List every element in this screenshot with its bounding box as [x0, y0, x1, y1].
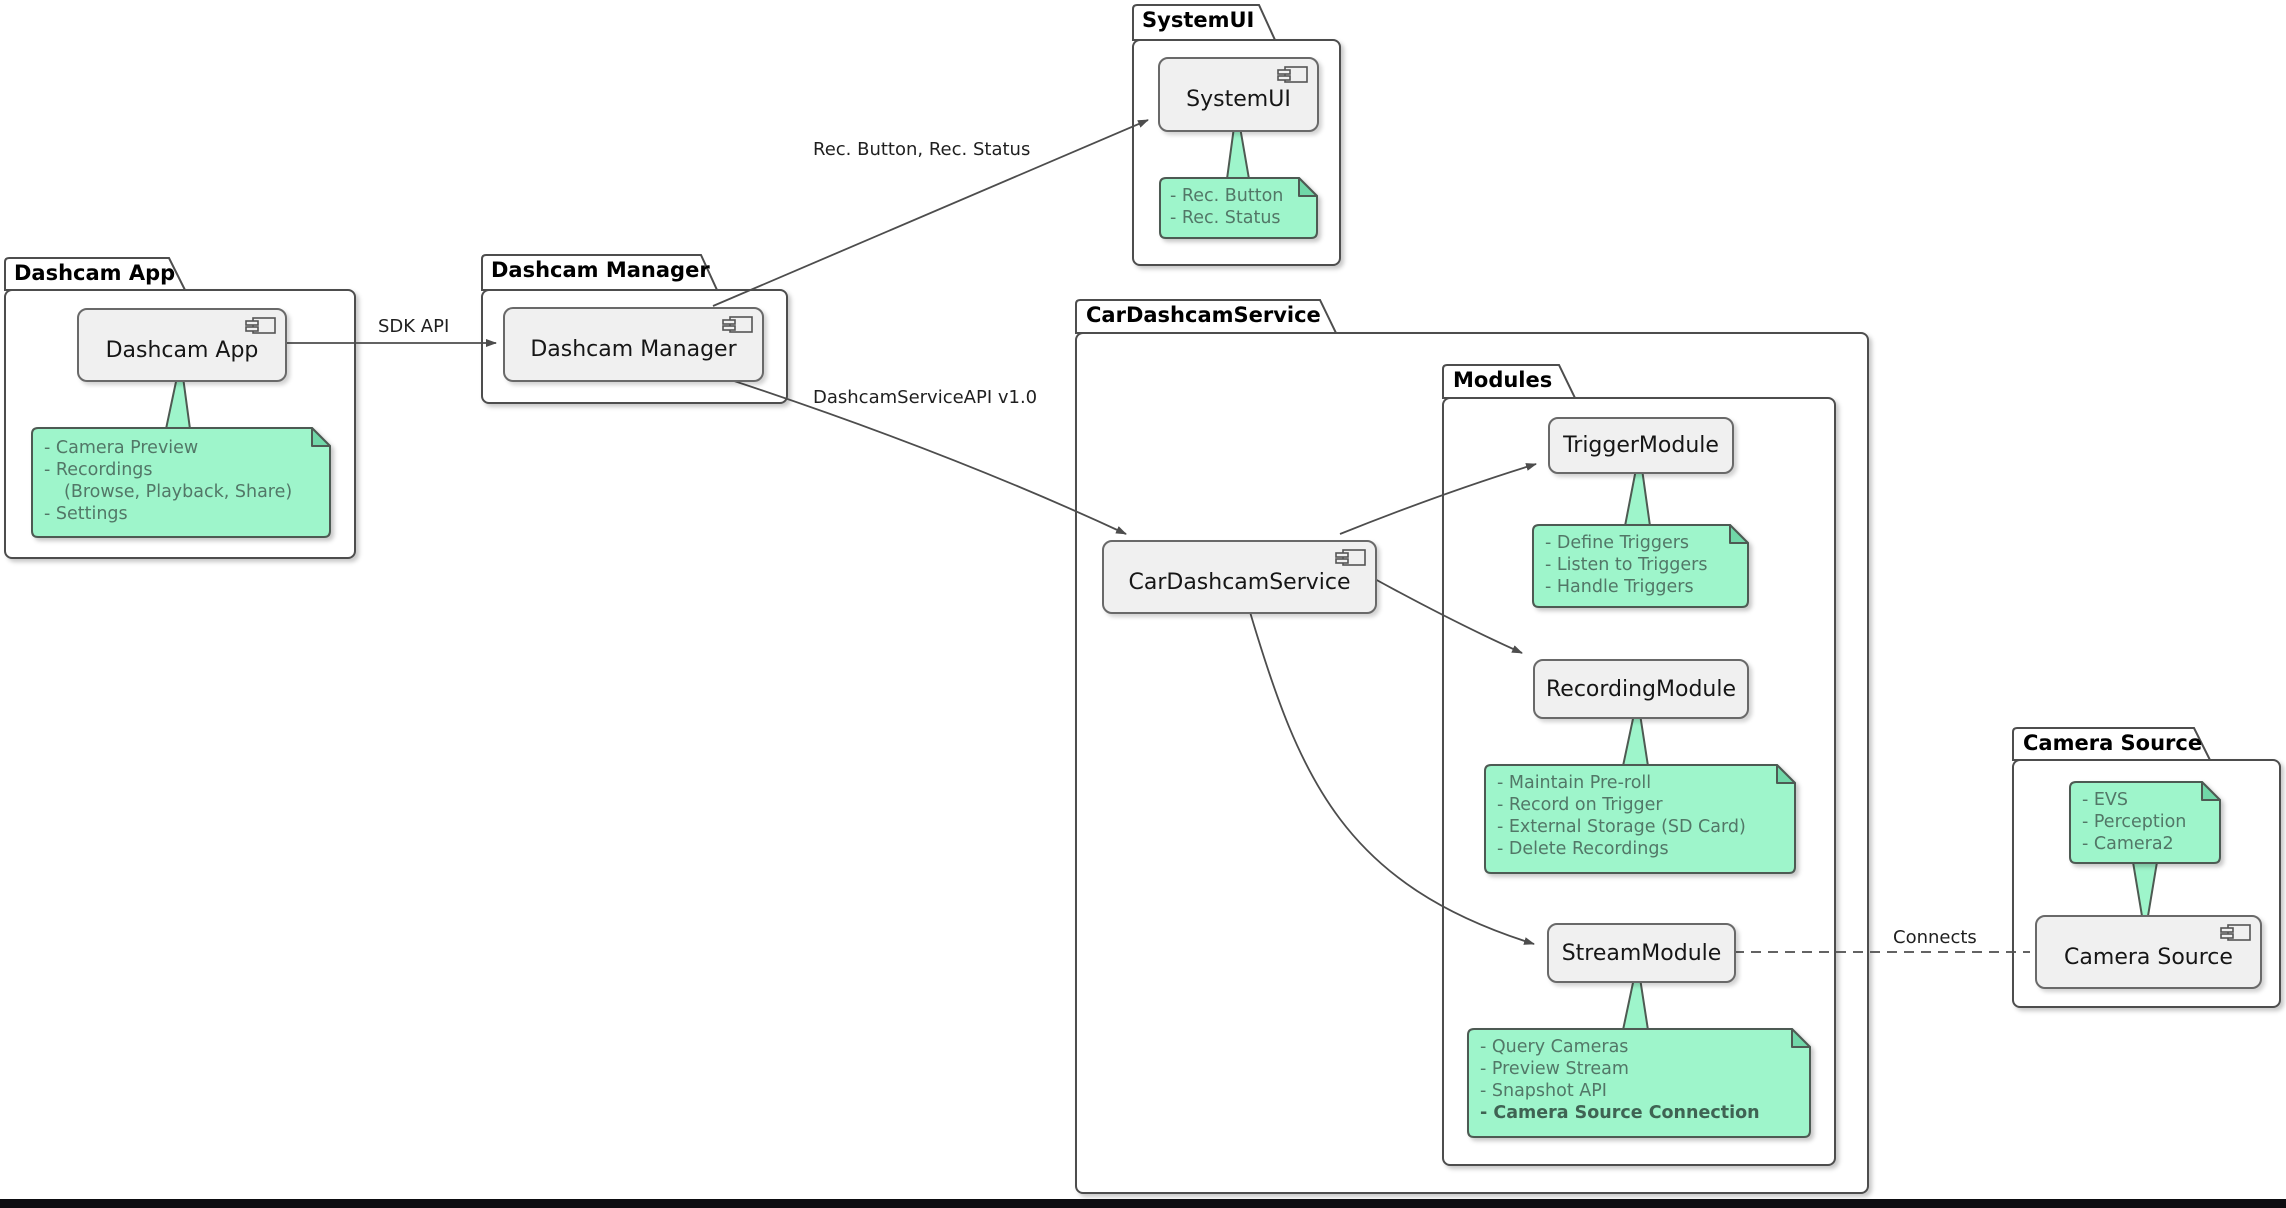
component-dashcam-manager: Dashcam Manager [503, 307, 764, 382]
note-line: - Handle Triggers [1545, 577, 1694, 597]
edge-label-rec-button-status: Rec. Button, Rec. Status [813, 139, 1031, 160]
note-line: - Perception [2082, 812, 2187, 832]
note-text-systemui: - Rec. Button - Rec. Status [1170, 185, 1283, 229]
package-title-cardashcamservice: CarDashcamService [1086, 303, 1321, 327]
package-dashcam-app-tab [4, 257, 187, 291]
note-text-stream: - Query Cameras - Preview Stream - Snaps… [1480, 1036, 1760, 1124]
note-line: - Settings [44, 504, 128, 524]
component-label: SystemUI [1186, 87, 1291, 112]
edge-label-sdk-api: SDK API [378, 316, 450, 337]
note-line: - Recordings [44, 460, 153, 480]
component-icon [245, 317, 276, 334]
note-text-dashcam-app: - Camera Preview - Recordings (Browse, P… [44, 437, 292, 525]
note-line: - External Storage (SD Card) [1497, 817, 1746, 837]
component-label: CarDashcamService [1128, 569, 1351, 595]
component-recordingmodule: RecordingModule [1533, 659, 1749, 719]
note-camera-source [2069, 781, 2221, 864]
edge-label-dashcamserviceapi: DashcamServiceAPI v1.0 [813, 387, 1038, 408]
note-systemui [1159, 177, 1318, 239]
component-label: RecordingModule [1545, 676, 1737, 702]
package-systemui-tab [1132, 4, 1277, 41]
note-line: - Define Triggers [1545, 533, 1690, 553]
component-systemui: SystemUI [1158, 57, 1319, 132]
note-line: - Rec. Status [1170, 208, 1281, 228]
note-line: - EVS [2082, 790, 2129, 810]
package-camera-source-tab [2012, 727, 2212, 761]
component-label: Camera Source [2064, 944, 2233, 970]
component-icon [722, 316, 753, 333]
note-text-camera-source: - EVS - Perception - Camera2 [2082, 789, 2186, 855]
component-cardashcamservice: CarDashcamService [1102, 540, 1377, 614]
edge-service-to-triggermodule [1339, 463, 1537, 535]
note-text-trigger: - Define Triggers - Listen to Triggers -… [1545, 532, 1708, 598]
edge-service-to-recordingmodule [1372, 577, 1523, 654]
note-line: - Snapshot API [1480, 1081, 1607, 1101]
note-dashcam-app [31, 427, 331, 538]
package-title-dashcam-app: Dashcam App [14, 261, 176, 285]
edge-manager-to-systemui [712, 119, 1149, 307]
package-title-dashcam-manager: Dashcam Manager [491, 258, 710, 282]
package-modules-tab [1442, 364, 1577, 399]
note-stream [1467, 1028, 1811, 1138]
note-text-recording: - Maintain Pre-roll - Record on Trigger … [1497, 772, 1746, 860]
note-line: - Camera2 [2082, 834, 2174, 854]
bottom-bar [0, 1199, 2286, 1208]
component-icon [1277, 66, 1308, 83]
note-trigger [1532, 524, 1749, 608]
note-line: - Preview Stream [1480, 1059, 1629, 1079]
component-dashcam-app: Dashcam App [77, 308, 287, 382]
note-line: - Record on Trigger [1497, 795, 1663, 815]
package-cardashcamservice-tab [1075, 299, 1338, 334]
note-recording [1484, 764, 1796, 874]
component-camera-source: Camera Source [2035, 915, 2262, 989]
edge-service-to-streammodule [1249, 611, 1535, 945]
component-label: StreamModule [1561, 940, 1722, 966]
package-dashcam-manager-tab [481, 254, 719, 291]
note-line: (Browse, Playback, Share) [64, 482, 293, 502]
edge-label-connects: Connects [1893, 927, 1977, 948]
component-label: Dashcam App [105, 337, 259, 363]
package-title-systemui: SystemUI [1142, 8, 1255, 32]
package-title-modules: Modules [1453, 368, 1553, 392]
component-icon [2220, 924, 2251, 941]
note-line: - Query Cameras [1480, 1037, 1629, 1057]
component-label: TriggerModule [1563, 433, 1719, 458]
package-title-camera-source: Camera Source [2023, 731, 2203, 755]
edge-manager-to-service [724, 377, 1127, 535]
component-icon [1335, 549, 1366, 566]
component-streammodule: StreamModule [1547, 923, 1736, 983]
note-line: - Delete Recordings [1497, 839, 1669, 859]
component-triggermodule: TriggerModule [1548, 417, 1734, 474]
note-line: - Camera Source Connection [1480, 1103, 1760, 1123]
note-line: - Listen to Triggers [1545, 555, 1708, 575]
note-line: - Maintain Pre-roll [1497, 773, 1652, 793]
component-label: Dashcam Manager [530, 337, 737, 362]
note-line: - Rec. Button [1170, 186, 1284, 206]
note-line: - Camera Preview [44, 438, 199, 458]
